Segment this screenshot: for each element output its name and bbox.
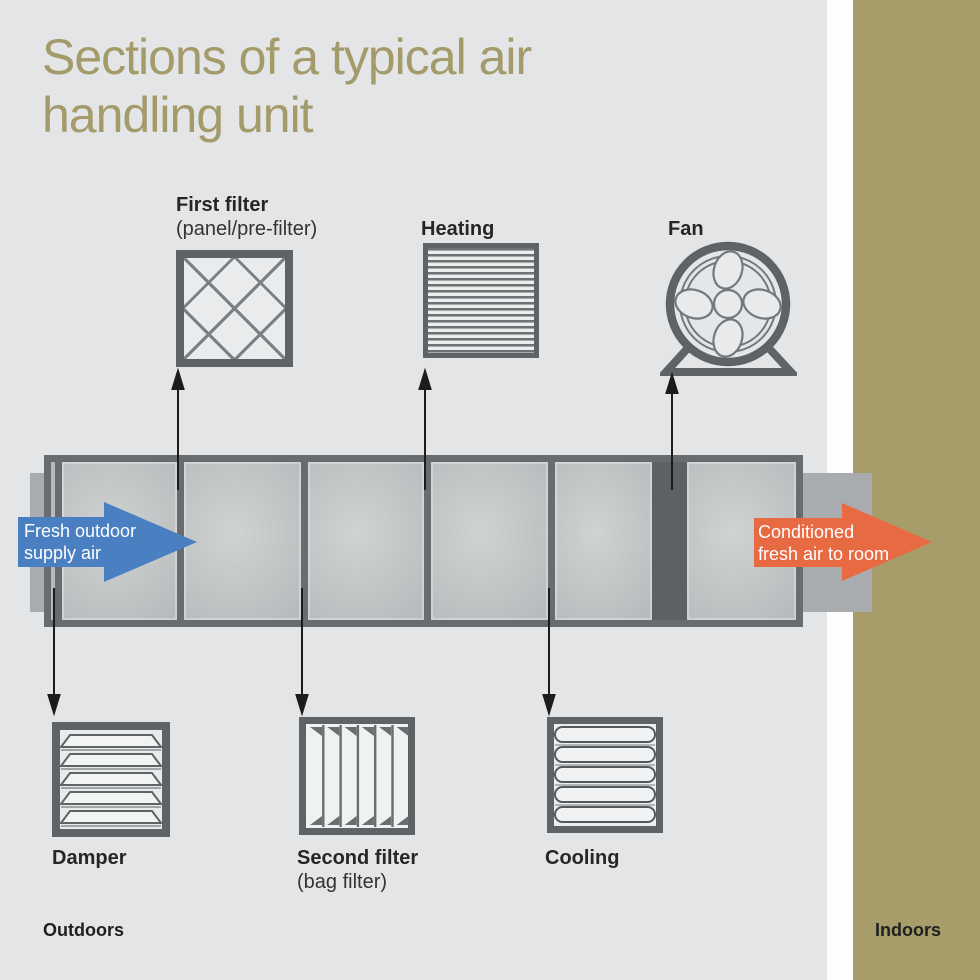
fan-label: Fan	[668, 217, 704, 241]
second-filter-label: Second filter (bag filter)	[297, 846, 418, 894]
duct-section-heating	[431, 462, 548, 620]
conditioned-air-line1: Conditioned	[758, 522, 855, 542]
heating-coil-icon	[423, 243, 539, 358]
duct-section-first-filter	[184, 462, 301, 620]
outdoors-label: Outdoors	[43, 920, 124, 940]
second-filter-name: Second filter	[297, 847, 419, 869]
duct-divider	[424, 462, 431, 620]
duct-section-cooling	[555, 462, 652, 620]
conditioned-air-line2: fresh air to room	[758, 544, 890, 564]
supply-air-label: Fresh outdoor supply air	[24, 520, 136, 564]
fan-icon	[660, 241, 797, 376]
cooling-coil-icon	[547, 717, 663, 833]
indoors-band	[853, 0, 980, 980]
fan-name: Fan	[668, 218, 704, 240]
first-filter-icon	[176, 250, 293, 367]
duct-divider	[548, 462, 555, 620]
fan-section-dark	[652, 462, 687, 620]
damper-icon	[52, 722, 170, 837]
conditioned-air-label: Conditioned fresh air to room	[758, 521, 889, 565]
heating-label: Heating	[421, 217, 494, 241]
duct-divider	[301, 462, 308, 620]
second-filter-sub: (bag filter)	[297, 871, 388, 893]
first-filter-label: First filter (panel/pre-filter)	[176, 193, 317, 241]
duct-divider	[177, 462, 184, 620]
first-filter-name: First filter	[176, 194, 269, 216]
second-filter-icon	[299, 717, 415, 835]
supply-air-line2: supply air	[24, 543, 102, 563]
supply-air-line1: Fresh outdoor	[24, 521, 137, 541]
first-filter-sub: (panel/pre-filter)	[176, 218, 318, 240]
heating-name: Heating	[421, 218, 495, 240]
duct-section-second-filter	[308, 462, 424, 620]
damper-name: Damper	[52, 847, 127, 869]
indoors-label: Indoors	[875, 920, 941, 940]
ahu-duct	[44, 455, 803, 627]
page-title: Sections of a typical air handling unit	[42, 29, 532, 143]
damper-label: Damper	[52, 846, 126, 870]
cooling-label: Cooling	[545, 846, 619, 870]
cooling-name: Cooling	[545, 847, 620, 869]
